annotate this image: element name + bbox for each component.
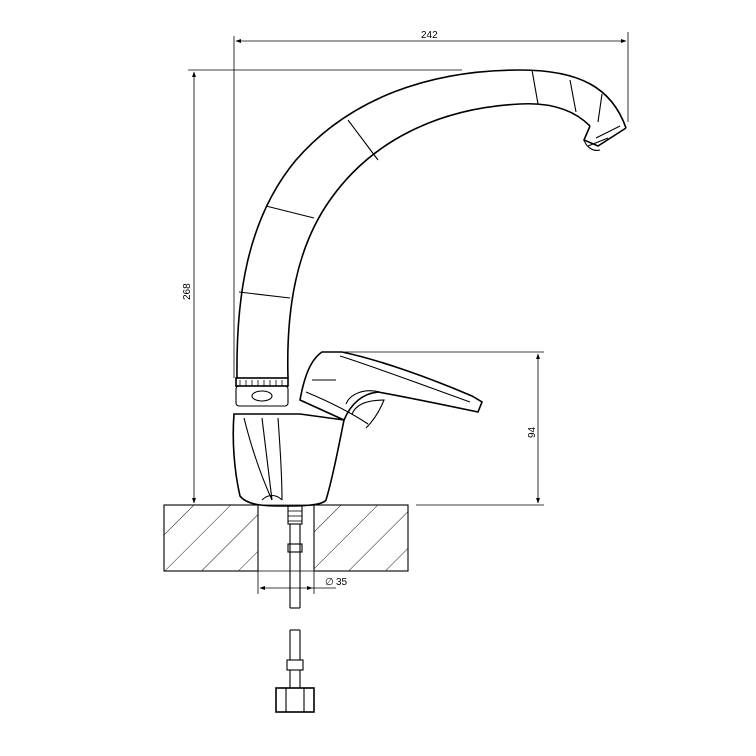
swivel-ring	[235, 377, 289, 407]
hole-diameter-dimension-label: 35	[336, 577, 348, 588]
faucet-body	[232, 413, 345, 507]
supply-hose-fitting	[275, 629, 315, 713]
mixing-lever	[299, 351, 483, 429]
diameter-symbol: ∅	[325, 577, 334, 588]
mounting-stud	[287, 505, 303, 609]
width-dimension: 242	[233, 30, 629, 378]
height-dimension-label: 268	[182, 283, 193, 300]
countertop-section	[163, 504, 409, 572]
spout	[236, 69, 627, 379]
width-dimension-label: 242	[421, 30, 438, 41]
lever-height-dimension-label: 94	[527, 426, 538, 438]
hole-diameter-dimension: ∅ 35	[257, 506, 348, 594]
lever-height-dimension: 94	[344, 351, 544, 506]
